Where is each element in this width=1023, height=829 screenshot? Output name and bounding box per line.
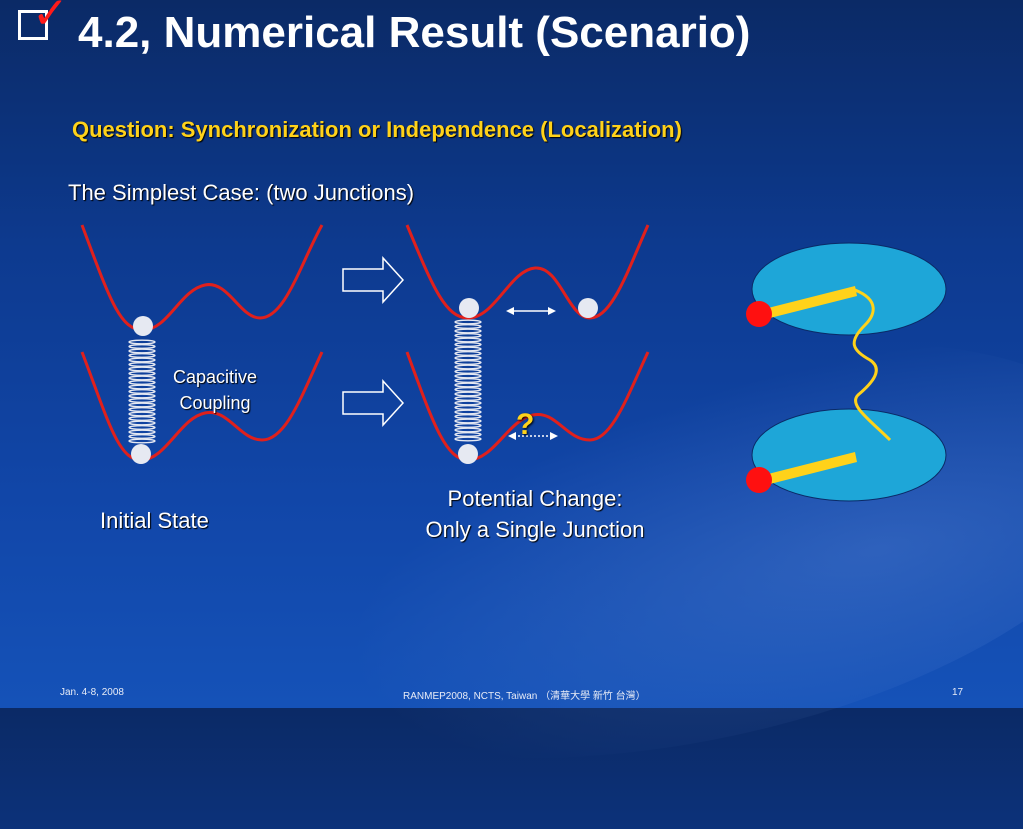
coupling-line: Coupling (179, 393, 251, 413)
changed-lower-well (405, 351, 650, 462)
spring-coil (128, 411, 156, 417)
spring-coil (128, 339, 156, 345)
spring-coil (454, 337, 482, 343)
spring-coil (454, 414, 482, 419)
spring-coil (128, 357, 156, 363)
spring-coil (128, 389, 156, 394)
spring-coil (128, 398, 156, 403)
spring-coil (454, 373, 482, 379)
question-mark: ? (516, 408, 535, 441)
wavy-coupling-line (852, 288, 892, 442)
spring-coil (454, 319, 482, 325)
spring-coil (128, 429, 156, 435)
potential-change-line2: Only a Single Junction (425, 517, 645, 542)
capacitive-coupling-label: Capacitive Coupling (160, 364, 270, 416)
spring-coil (128, 348, 156, 354)
spring-coil (454, 418, 482, 424)
spring-coil (454, 423, 482, 428)
lower-red-dot (746, 467, 772, 493)
initial-lower-well (80, 351, 324, 462)
spring-coil (454, 328, 482, 334)
footer-date: Jan. 4-8, 2008 (60, 687, 124, 698)
spring-coil (454, 382, 482, 388)
initial-spring (128, 339, 156, 444)
spring-coil (454, 355, 482, 361)
spring-coil (128, 375, 156, 381)
checkbox-icon (18, 10, 48, 40)
checkmark-icon: ✓ (32, 0, 69, 39)
spring-coil (128, 366, 156, 372)
arrow-upper (342, 256, 405, 304)
spring-coil (454, 369, 482, 374)
spring-coil (454, 378, 482, 383)
spring-coil (454, 324, 482, 329)
case-subheading: The Simplest Case: (two Junctions) (68, 180, 415, 205)
spring-coil (454, 342, 482, 347)
spring-coil (128, 393, 156, 399)
lower-rod (768, 452, 857, 484)
spring-coil (128, 380, 156, 385)
spring-coil (128, 416, 156, 421)
arrow-lower (342, 379, 405, 427)
changed-upper-ball-left (459, 298, 479, 318)
junction-diagram (80, 224, 947, 502)
upper-red-dot (746, 301, 772, 327)
initial-lower-ball (131, 444, 151, 464)
spring-coil (128, 344, 156, 349)
slide-title: 4.2, Numerical Result (Scenario) (78, 8, 751, 57)
changed-spring (454, 319, 482, 442)
spring-coil (128, 362, 156, 367)
upper-rod (768, 286, 857, 318)
spring-coil (128, 353, 156, 358)
spring-coil (454, 387, 482, 392)
spring-coil (454, 351, 482, 356)
double-arrow-upper (506, 307, 556, 315)
changed-lower-ball (458, 444, 478, 464)
spring-coil (454, 409, 482, 415)
spring-coil (128, 425, 156, 430)
spring-coil (128, 371, 156, 376)
spring-coil (454, 436, 482, 442)
spring-coil (454, 364, 482, 370)
spring-coil (128, 407, 156, 412)
potential-change-line1: Potential Change: (447, 486, 623, 511)
initial-upper-well (80, 224, 324, 332)
spring-coil (454, 333, 482, 338)
capacitive-line: Capacitive (172, 367, 258, 387)
potential-change-label: Potential Change: Only a Single Junction (400, 483, 670, 545)
spring-coil (128, 438, 156, 444)
spring-coil (454, 360, 482, 365)
spring-coil (454, 427, 482, 433)
dotted-double-arrow-lower (508, 432, 558, 440)
spring-coil (454, 405, 482, 410)
spring-coil (454, 396, 482, 401)
spring-coil (128, 420, 156, 426)
changed-upper-well (405, 224, 650, 320)
spring-coil (454, 432, 482, 437)
spring-coil (128, 402, 156, 408)
spring-coil (454, 400, 482, 406)
initial-state-label: Initial State (100, 508, 209, 533)
initial-upper-ball (133, 316, 153, 336)
spring-coil (128, 434, 156, 439)
footer-conference: RANMEP2008, NCTS, Taiwan （清華大學 新竹 台灣） (403, 691, 646, 702)
footer-page-number: 17 (952, 687, 964, 698)
spring-coil (454, 346, 482, 352)
spring-coil (454, 391, 482, 397)
question-heading: Question: Synchronization or Independenc… (72, 117, 682, 142)
changed-upper-ball-right (578, 298, 598, 318)
spring-coil (128, 384, 156, 390)
